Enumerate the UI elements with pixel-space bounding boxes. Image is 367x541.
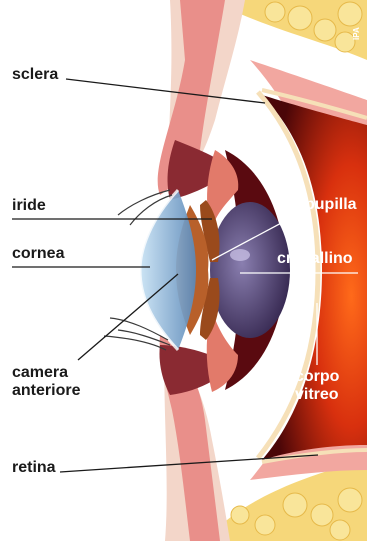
label-anteriore: anteriore <box>12 382 80 400</box>
label-iride: iride <box>12 197 46 215</box>
label-cristallino: cristallino <box>277 250 353 268</box>
label-pupilla: pupilla <box>305 196 357 214</box>
label-retina: retina <box>12 459 56 477</box>
label-vitreo: vitreo <box>295 386 339 404</box>
crystalline-lens <box>210 202 290 338</box>
label-sclera: sclera <box>12 66 58 84</box>
label-camera: camera <box>12 364 68 382</box>
credit-text: IPA <box>352 27 361 40</box>
label-corpo: corpo <box>295 368 339 386</box>
label-cornea: cornea <box>12 245 64 263</box>
